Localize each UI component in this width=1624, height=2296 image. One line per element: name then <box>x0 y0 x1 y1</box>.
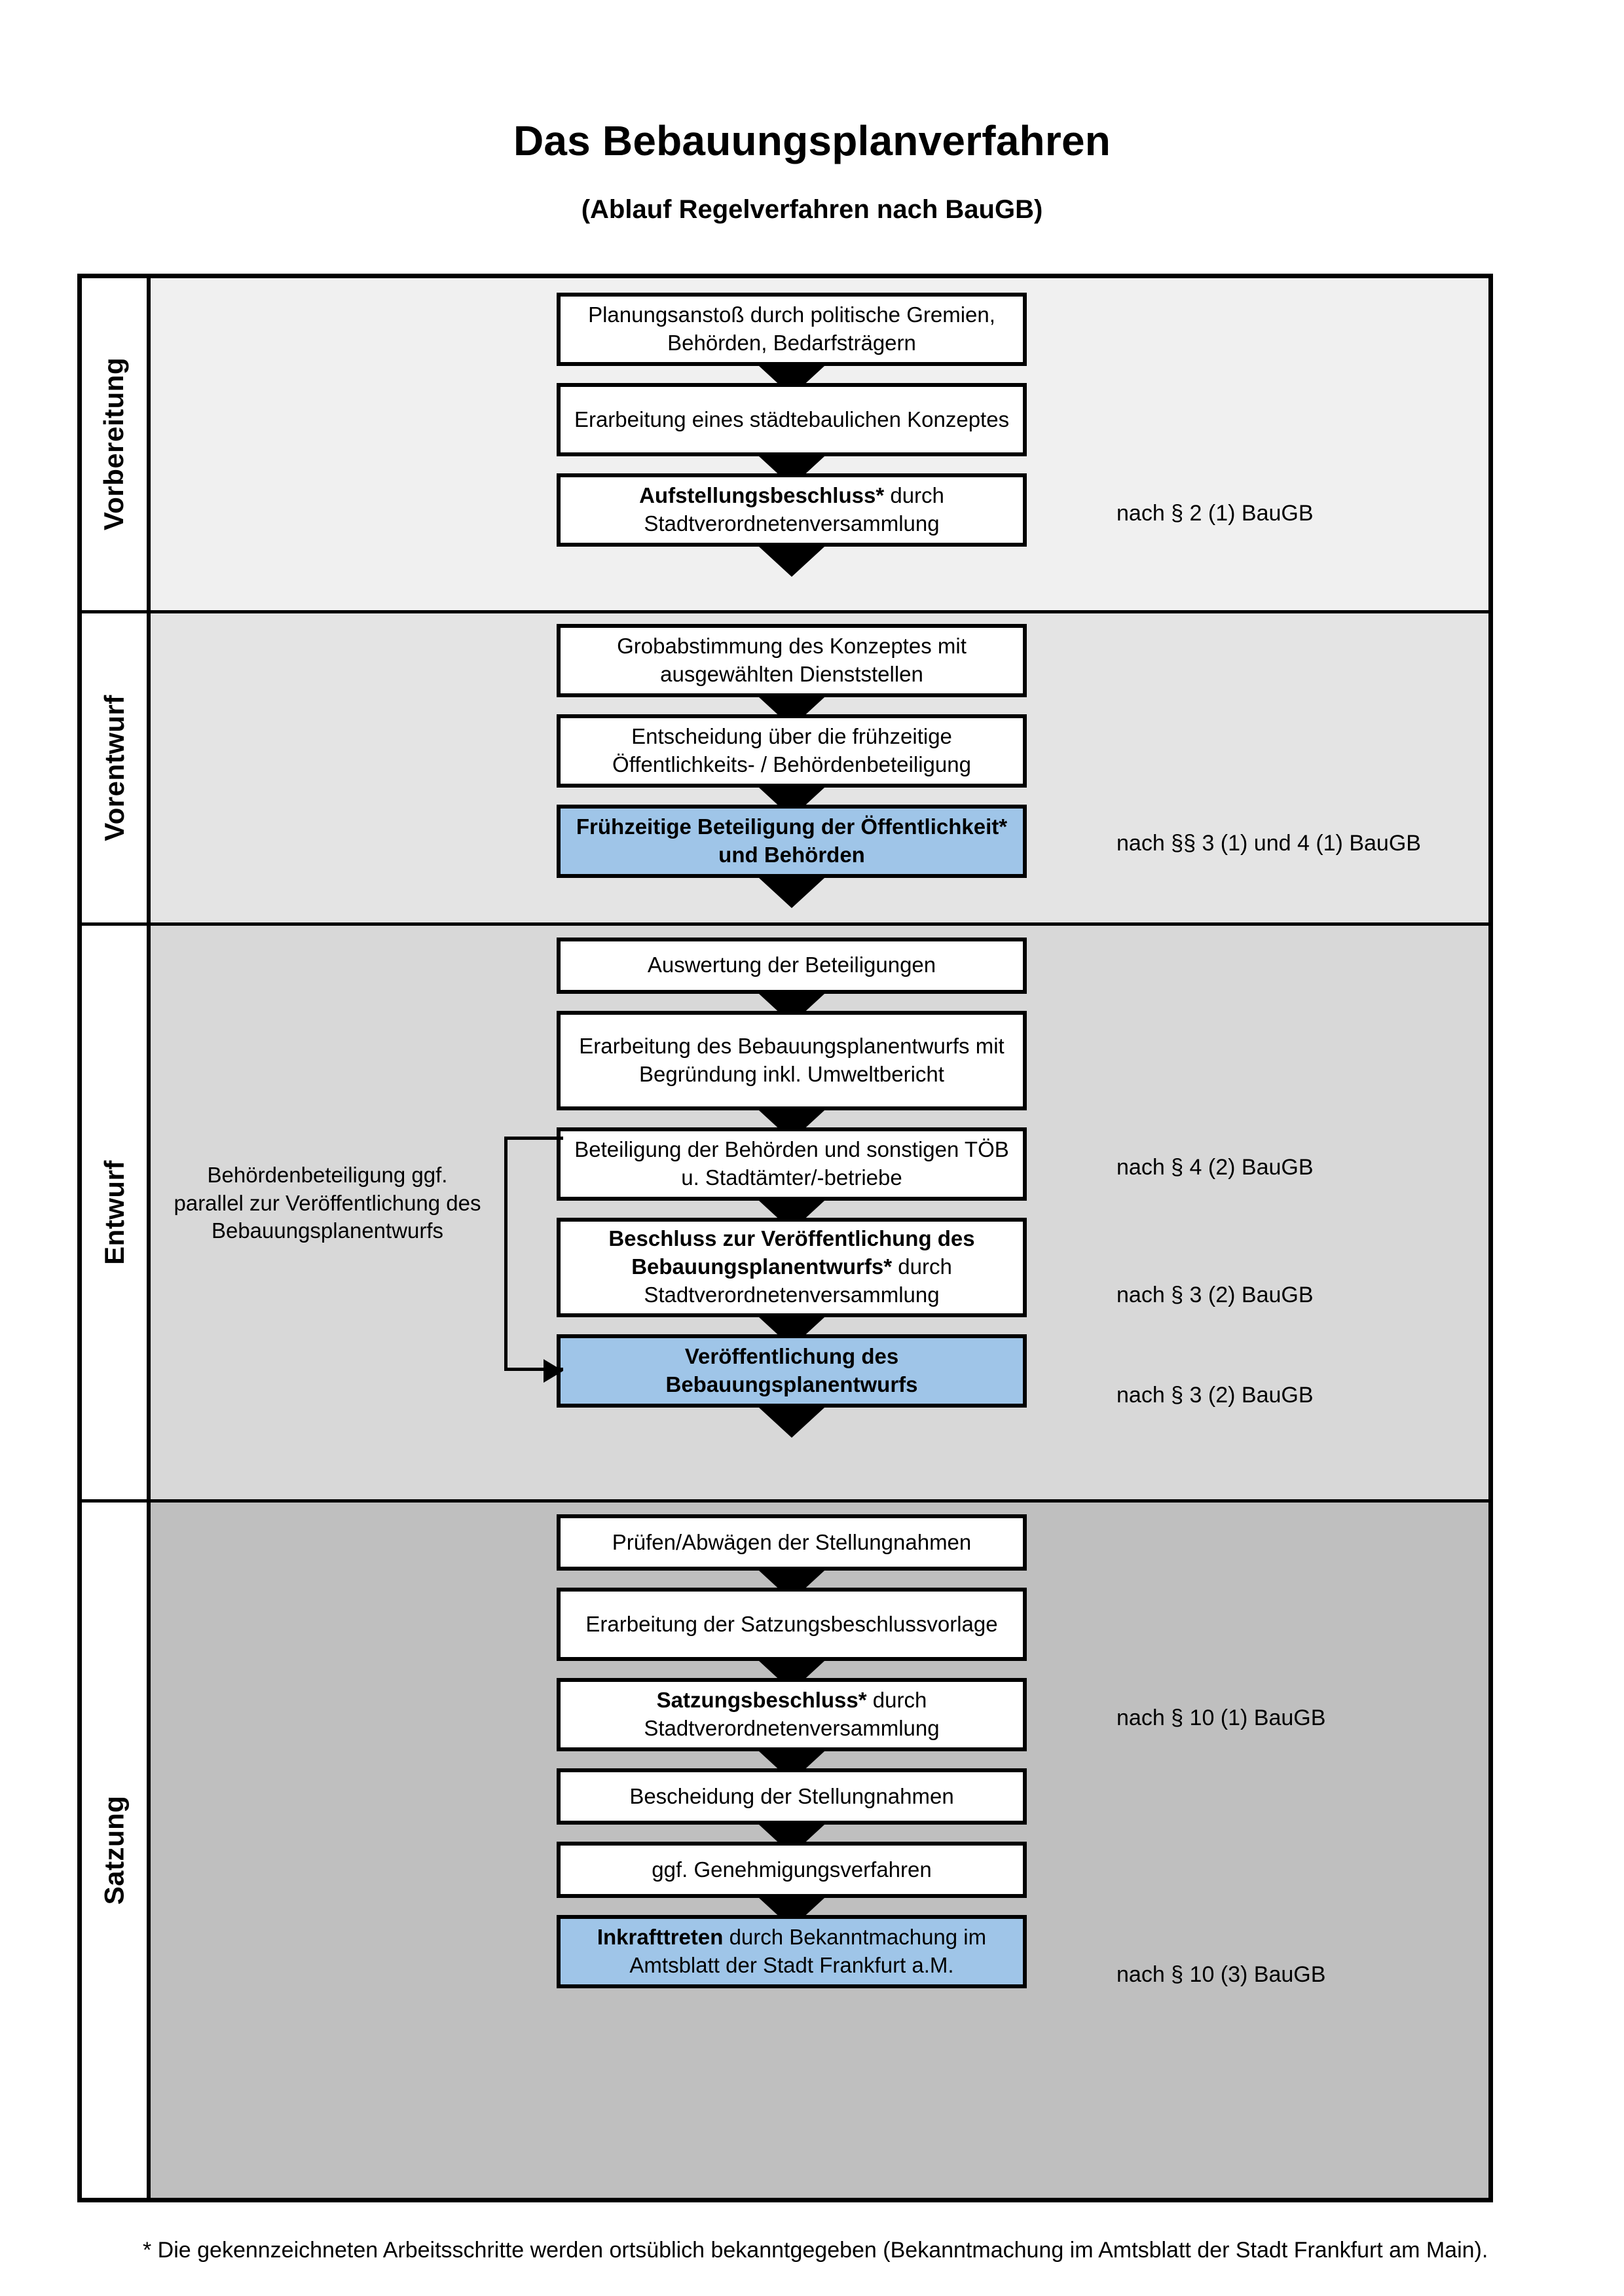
step-text: Planungsanstoß durch politische Gremien,… <box>588 302 995 355</box>
step-text-bold: Aufstellungsbeschluss* <box>639 483 885 508</box>
step-bescheidung-stellungnahmen[interactable]: Bescheidung der Stellungnahmen <box>557 1768 1027 1825</box>
phase-body-entwurf: Auswertung der Beteiligungen Erarbeitung… <box>151 925 1488 1500</box>
page-title: Das Bebauungsplanverfahren <box>513 117 1111 164</box>
step-text: ggf. Genehmigungsverfahren <box>652 1857 932 1882</box>
step-text: Erarbeitung der Satzungsbeschlussvorlage <box>585 1611 998 1636</box>
phase-label-text: Vorbereitung <box>98 357 130 531</box>
phase-label-text: Satzung <box>98 1795 130 1905</box>
flowchart-frame: Vorbereitung Planungsanstoß durch politi… <box>77 274 1493 2202</box>
step-aufstellungsbeschluss[interactable]: Aufstellungsbeschluss* durch Stadtverord… <box>557 473 1027 547</box>
step-pruefen-abwaegen[interactable]: Prüfen/Abwägen der Stellungnahmen <box>557 1514 1027 1571</box>
phase-entwurf: Entwurf Auswertung der Beteiligungen Era… <box>82 925 1488 1503</box>
step-text: Grobabstimmung des Konzeptes mit ausgewä… <box>617 633 967 686</box>
step-text: Erarbeitung eines städtebaulichen Konzep… <box>574 407 1010 431</box>
step-entscheidung-fruehzeitig[interactable]: Entscheidung über die frühzeitige Öffent… <box>557 714 1027 788</box>
connector-arrow-icon <box>759 547 824 577</box>
step-text: Entscheidung über die frühzeitige Öffent… <box>612 723 971 776</box>
step-text-bold: Veröffentlichung des Bebauungsplanentwur… <box>665 1343 918 1396</box>
connector-arrow-icon <box>759 877 824 908</box>
phase-body-satzung: Prüfen/Abwägen der Stellungnahmen Erarbe… <box>151 1503 1488 2198</box>
step-text-rest: durch Stadtverordnetenversammlung <box>644 483 944 536</box>
step-text-bold: Satzungsbeschluss* <box>656 1688 867 1713</box>
step-text-rest: durch Bekanntmachung im Amtsblatt der St… <box>629 1925 987 1978</box>
step-beschluss-veroeffentlichung[interactable]: Beschluss zur Veröffentlichung des Bebau… <box>557 1217 1027 1317</box>
step-text-bold: Beschluss zur Veröffentlichung des Bebau… <box>608 1226 975 1279</box>
reference-par10-3: nach § 10 (3) BauGB <box>1116 1962 1326 1988</box>
step-text: Bescheidung der Stellungnahmen <box>629 1783 954 1808</box>
footnote: * Die gekennzeichneten Arbeitsschritte w… <box>143 2238 1488 2263</box>
step-inkrafttreten[interactable]: Inkrafttreten durch Bekanntmachung im Am… <box>557 1915 1027 1989</box>
reference-par2-1: nach § 2 (1) BauGB <box>1116 501 1314 526</box>
phase-vorbereitung: Vorbereitung Planungsanstoß durch politi… <box>82 278 1488 613</box>
step-satzungsbeschluss[interactable]: Satzungsbeschluss* durch Stadtverordnete… <box>557 1678 1027 1752</box>
step-text: Aufstellungsbeschluss* durch Stadtverord… <box>568 482 1015 538</box>
step-veroeffentlichung-entwurf[interactable]: Veröffentlichung des Bebauungsplanentwur… <box>557 1334 1027 1408</box>
step-text: Prüfen/Abwägen der Stellungnahmen <box>612 1529 972 1554</box>
connector-arrow-icon <box>759 1407 824 1438</box>
step-erarbeitung-entwurf[interactable]: Erarbeitung des Bebauungsplanentwurfs mi… <box>557 1010 1027 1110</box>
phase-body-vorentwurf: Grobabstimmung des Konzeptes mit ausgewä… <box>151 613 1488 922</box>
phase-label-entwurf: Entwurf <box>82 925 151 1500</box>
phase-body-vorbereitung: Planungsanstoß durch politische Gremien,… <box>151 278 1488 610</box>
step-text: Inkrafttreten durch Bekanntmachung im Am… <box>568 1923 1015 1980</box>
reference-par3-2-b: nach § 3 (2) BauGB <box>1116 1382 1314 1408</box>
phase-vorentwurf: Vorentwurf Grobabstimmung des Konzeptes … <box>82 613 1488 926</box>
page-subtitle: (Ablauf Regelverfahren nach BauGB) <box>581 195 1043 224</box>
step-text: Auswertung der Beteiligungen <box>647 953 936 977</box>
side-note-behoerdenbeteiligung: Behördenbeteiligung ggf. parallel zur Ve… <box>174 1162 481 1243</box>
step-erarbeitung-satzungsvorlage[interactable]: Erarbeitung der Satzungsbeschlussvorlage <box>557 1588 1027 1662</box>
phase-label-vorentwurf: Vorentwurf <box>82 613 151 922</box>
parallel-path-bracket <box>504 1136 563 1371</box>
step-staedtebauliches-konzept[interactable]: Erarbeitung eines städtebaulichen Konzep… <box>557 383 1027 456</box>
phase-label-satzung: Satzung <box>82 1503 151 2198</box>
step-text-rest: durch Stadtverordnetenversammlung <box>644 1688 940 1741</box>
step-text: Erarbeitung des Bebauungsplanentwurfs mi… <box>579 1033 1005 1086</box>
document-header: Das Bebauungsplanverfahren (Ablauf Regel… <box>0 0 1624 225</box>
step-text: Beschluss zur Veröffentlichung des Bebau… <box>568 1225 1015 1309</box>
phase-label-text: Vorentwurf <box>98 694 130 841</box>
step-beteiligung-behoerden[interactable]: Beteiligung der Behörden und sonstigen T… <box>557 1127 1027 1201</box>
reference-par4-2: nach § 4 (2) BauGB <box>1116 1154 1314 1180</box>
step-fruehzeitige-beteiligung[interactable]: Frühzeitige Beteiligung der Öffentlichke… <box>557 804 1027 878</box>
phase-satzung: Satzung Prüfen/Abwägen der Stellungnahme… <box>82 1503 1488 2198</box>
step-text-bold: Inkrafttreten <box>597 1925 724 1950</box>
step-grobabstimmung[interactable]: Grobabstimmung des Konzeptes mit ausgewä… <box>557 623 1027 697</box>
phase-label-vorbereitung: Vorbereitung <box>82 278 151 610</box>
step-genehmigungsverfahren[interactable]: ggf. Genehmigungsverfahren <box>557 1842 1027 1899</box>
phase-label-text: Entwurf <box>98 1160 130 1265</box>
step-text-bold: Frühzeitige Beteiligung der Öffentlichke… <box>576 814 1008 867</box>
step-text-rest: durch Stadtverordnetenversammlung <box>644 1254 952 1307</box>
parallel-path-arrow-icon <box>544 1358 563 1383</box>
step-auswertung-beteiligungen[interactable]: Auswertung der Beteiligungen <box>557 937 1027 994</box>
reference-par3-2-a: nach § 3 (2) BauGB <box>1116 1282 1314 1307</box>
step-text: Satzungsbeschluss* durch Stadtverordnete… <box>568 1686 1015 1743</box>
reference-par3-1-4-1: nach §§ 3 (1) und 4 (1) BauGB <box>1116 830 1421 856</box>
reference-par10-1: nach § 10 (1) BauGB <box>1116 1705 1326 1731</box>
step-text: Beteiligung der Behörden und sonstigen T… <box>574 1137 1009 1190</box>
step-planungsanstoss[interactable]: Planungsanstoß durch politische Gremien,… <box>557 293 1027 366</box>
